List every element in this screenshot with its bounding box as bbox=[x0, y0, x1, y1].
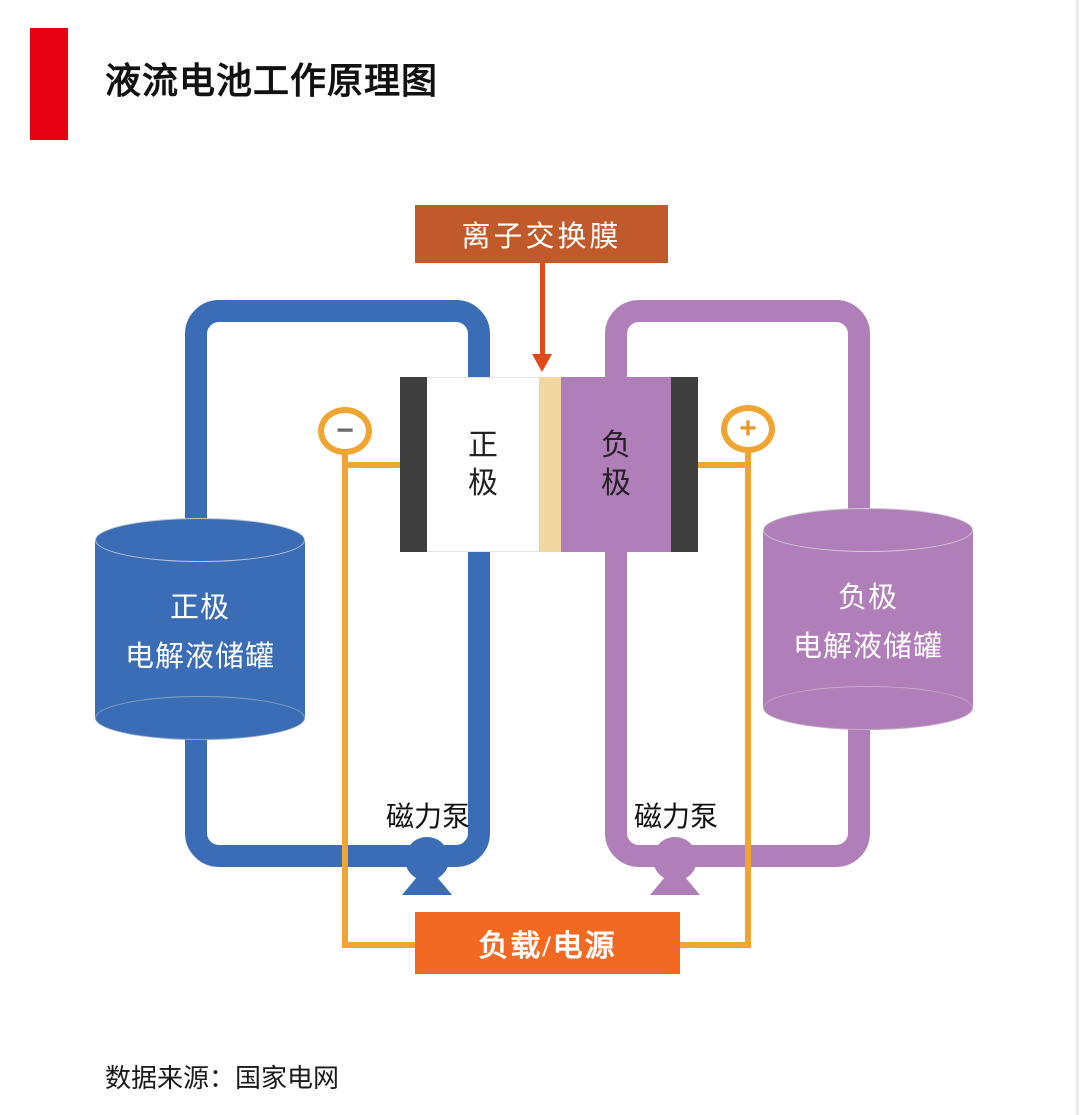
positive-electrode-label: 正极 bbox=[468, 429, 498, 500]
left-pump-icon bbox=[402, 837, 452, 895]
membrane-arrow-line bbox=[540, 263, 545, 357]
tank-label-line2: 电解液储罐 bbox=[792, 630, 943, 663]
tank-label-line1: 正极 bbox=[169, 591, 230, 624]
pump-circle bbox=[653, 837, 697, 881]
negative-tank-label: 负极 电解液储罐 bbox=[763, 508, 973, 730]
positive-wire-horizontal-bottom bbox=[677, 942, 751, 948]
right-pump-icon bbox=[650, 837, 700, 895]
accent-bar bbox=[30, 28, 68, 140]
tank-label-line1: 负极 bbox=[837, 581, 898, 614]
source-note: 数据来源：国家电网 bbox=[105, 1064, 340, 1093]
load-power-label: 负载/电源 bbox=[478, 930, 617, 963]
tank-body bbox=[763, 530, 973, 708]
positive-wire-vertical bbox=[745, 430, 751, 948]
plus-terminal-symbol: + bbox=[739, 412, 757, 445]
minus-terminal-symbol: − bbox=[336, 414, 354, 447]
tank-bottom-ellipse bbox=[95, 696, 305, 740]
positive-half-cell: 正极 bbox=[427, 377, 539, 552]
positive-wire-horizontal-top bbox=[694, 462, 751, 468]
positive-tank-label: 正极 电解液储罐 bbox=[95, 518, 305, 740]
negative-electrolyte-tank: 负极 电解液储罐 bbox=[763, 508, 973, 730]
plus-terminal: + bbox=[721, 405, 775, 453]
tank-label-line2: 电解液储罐 bbox=[124, 640, 275, 673]
pump-circle bbox=[405, 837, 449, 881]
negative-wire-horizontal-bottom bbox=[342, 942, 418, 948]
negative-wire-horizontal-top bbox=[345, 462, 415, 468]
membrane-label: 离子交换膜 bbox=[461, 221, 622, 253]
tank-body bbox=[95, 540, 305, 718]
page-title: 液流电池工作原理图 bbox=[105, 60, 439, 101]
tank-top-ellipse bbox=[95, 518, 305, 562]
right-pump-label: 磁力泵 bbox=[633, 802, 718, 833]
ion-exchange-membrane-strip bbox=[539, 377, 561, 552]
negative-electrode-label: 负极 bbox=[601, 429, 631, 500]
negative-wire-vertical bbox=[342, 430, 348, 948]
minus-terminal: − bbox=[318, 407, 372, 455]
left-pump-label: 磁力泵 bbox=[385, 802, 470, 833]
negative-half-cell: 负极 bbox=[561, 377, 671, 552]
positive-electrolyte-tank: 正极 电解液储罐 bbox=[95, 518, 305, 740]
tank-top-ellipse bbox=[763, 508, 973, 552]
right-electrode-plate bbox=[671, 377, 698, 552]
tank-bottom-ellipse bbox=[763, 686, 973, 730]
load-power-box: 负载/电源 bbox=[415, 912, 680, 974]
page-right-edge bbox=[1076, 0, 1079, 1115]
membrane-arrowhead-icon bbox=[532, 354, 552, 372]
membrane-label-box: 离子交换膜 bbox=[415, 205, 668, 263]
left-electrode-plate bbox=[400, 377, 427, 552]
